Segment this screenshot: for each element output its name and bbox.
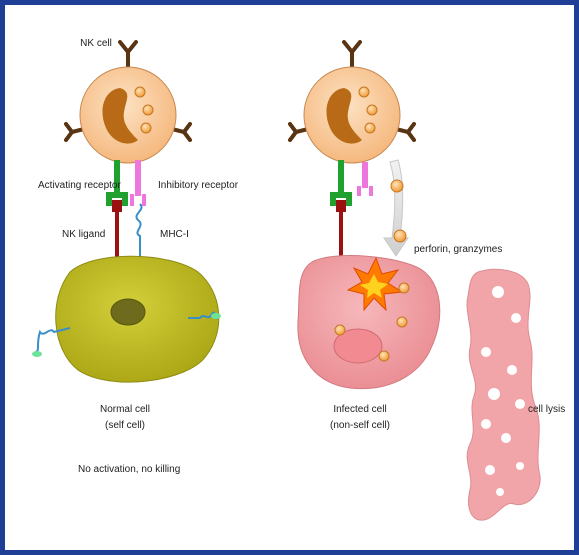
nk-cell-label: NK cell [80,38,112,49]
inhibitory-receptor-right-icon [357,162,373,196]
ligand-side-right-icon [211,313,221,319]
nk-ligand-label: NK ligand [62,229,105,240]
right-nk-cell [290,42,414,163]
non-self-cell-label: (non-self cell) [330,420,390,431]
nk-ligand-right-icon [336,200,346,262]
activating-receptor-right-icon [330,160,352,206]
released-granule-icon [391,180,403,192]
normal-cell-label: Normal cell [100,404,150,415]
activating-receptor-label: Activating receptor [38,180,121,191]
lysed-cell [467,269,540,520]
normal-cell [32,256,221,382]
ligand-side-left-icon [32,351,42,357]
lysed-cell-icon [467,269,540,520]
left-nk-cell [66,42,190,163]
no-activation-label: No activation, no killing [78,464,180,475]
inhibitory-receptor-icon [130,160,146,206]
inhibitory-receptor-label: Inhibitory receptor [158,180,239,191]
cell-lysis-label: cell lysis [528,404,565,415]
infected-cell-label: Infected cell [333,404,386,415]
nk-cell-icon [80,67,176,163]
mhc-i-icon [136,204,141,262]
mhc-i-label: MHC-I [160,229,189,240]
nk-cell-right-icon [304,67,400,163]
infected-cell [298,256,440,389]
perforin-label: perforin, granzymes [414,244,502,255]
self-cell-label: (self cell) [105,420,145,431]
arrow-icon [384,160,408,256]
normal-cell-nucleus-icon [111,299,145,325]
released-granule-icon [394,230,406,242]
